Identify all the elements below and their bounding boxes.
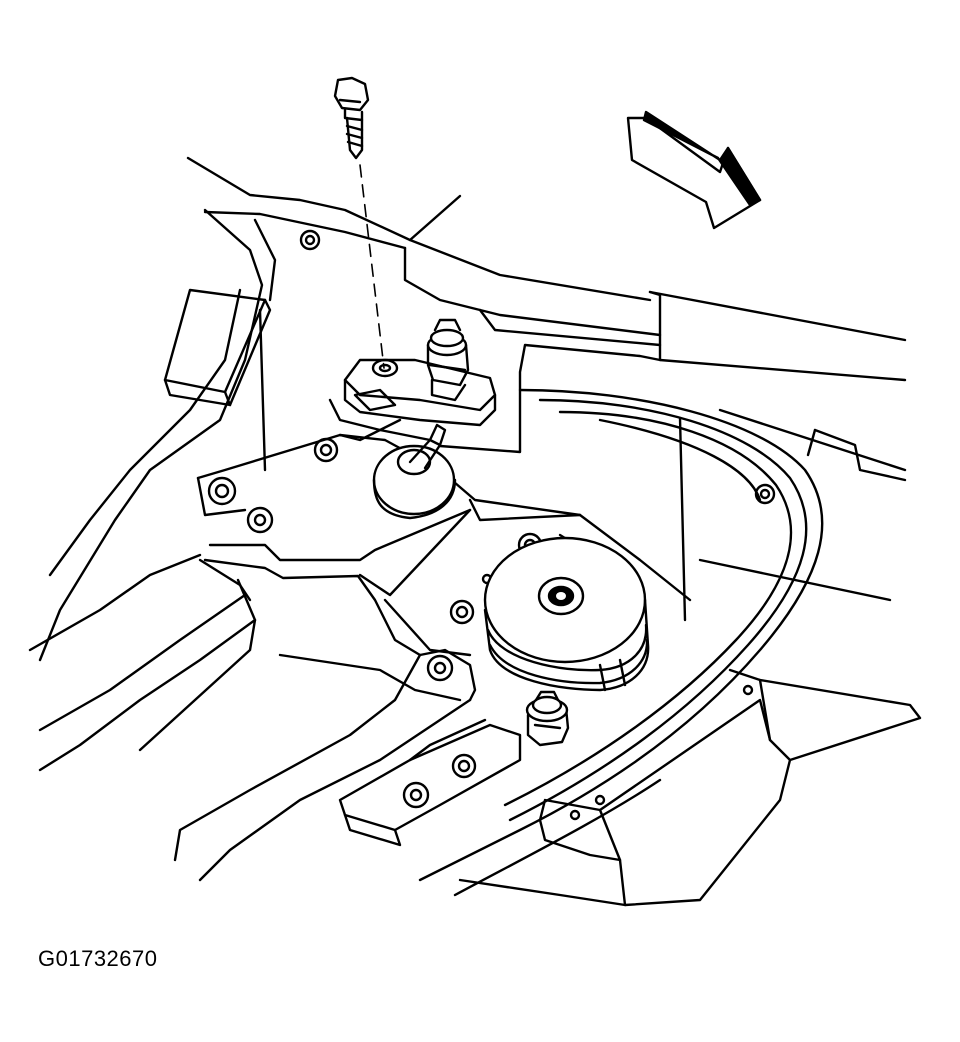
lower-box-bracket	[458, 668, 922, 907]
fender-contour	[38, 208, 264, 662]
figure-code: G01732670	[38, 946, 158, 971]
cowl-panel	[186, 156, 907, 602]
drive-pulley	[483, 536, 650, 692]
forward-direction-arrow-icon	[626, 110, 762, 230]
left-support-bracket	[163, 288, 272, 472]
pulley-nut	[525, 690, 570, 747]
lower-mounting-tab	[338, 718, 522, 847]
nut-bracket	[328, 358, 497, 442]
mounting-nut	[426, 318, 470, 402]
bolt-icon	[333, 76, 385, 369]
transmission-arm	[173, 648, 477, 882]
curved-sweep-panel	[418, 388, 824, 897]
pivot-crank	[372, 423, 457, 520]
wiper-linkage-rod	[28, 553, 462, 772]
